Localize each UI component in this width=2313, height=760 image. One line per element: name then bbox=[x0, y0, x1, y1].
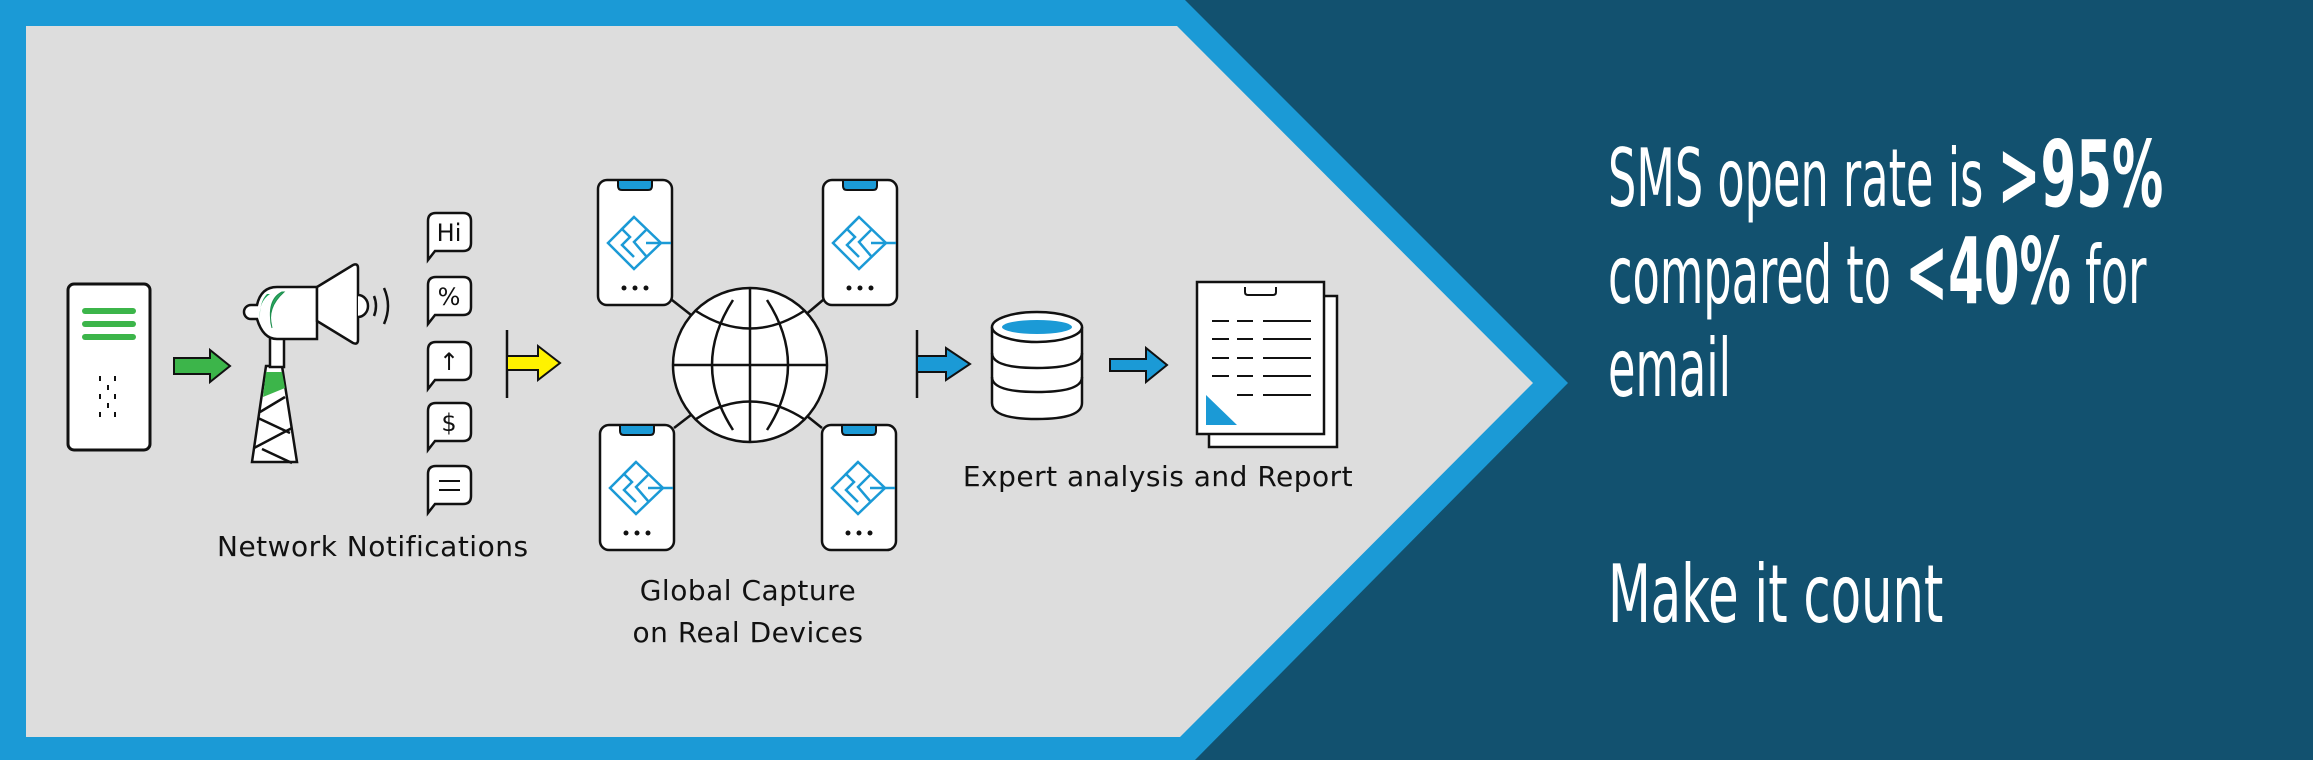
headline-part1: SMS open rate is bbox=[1608, 132, 1998, 225]
stat-sms-open-rate: >95% bbox=[1997, 121, 2164, 228]
chat-bubble-percent-icon: % bbox=[426, 275, 473, 328]
headline-part4: email bbox=[1608, 322, 1732, 415]
bubble-text: Hi bbox=[437, 219, 462, 247]
label-expert-analysis: Expert analysis and Report bbox=[962, 460, 1354, 493]
chat-bubble-text-icon bbox=[426, 464, 473, 517]
chat-bubble-hi-icon: Hi bbox=[426, 211, 473, 264]
smartphone-icon bbox=[820, 423, 898, 552]
label-global-capture-line2: on Real Devices bbox=[632, 616, 864, 649]
label-global-capture: Global Capture on Real Devices bbox=[598, 570, 898, 654]
label-network-notifications: Network Notifications bbox=[217, 530, 529, 563]
sms-server-icon bbox=[66, 282, 152, 452]
bubble-text: ↑ bbox=[439, 348, 459, 376]
chat-bubble-dollar-icon: $ bbox=[426, 401, 473, 454]
arrow-right-yellow-icon bbox=[505, 330, 562, 398]
smartphone-icon bbox=[596, 178, 674, 307]
arrow-right-green-icon bbox=[173, 347, 232, 385]
arrow-right-blue-icon-2 bbox=[1109, 345, 1169, 385]
broadcast-tower-icon bbox=[242, 263, 390, 465]
notification-bubbles: Hi% ↑ $ bbox=[426, 211, 473, 517]
smartphone-icon bbox=[821, 178, 899, 307]
globe-network bbox=[671, 286, 829, 444]
smartphone-icon bbox=[598, 423, 676, 552]
headline-part3: for bbox=[2070, 229, 2147, 322]
bubble-text: % bbox=[438, 283, 461, 311]
device-phones bbox=[596, 178, 899, 552]
arrow-right-blue-icon bbox=[915, 330, 972, 398]
headline-part2: compared to bbox=[1608, 229, 1906, 322]
bubble-text: $ bbox=[441, 409, 456, 437]
chat-bubble-arrow-up-icon: ↑ bbox=[426, 340, 473, 393]
label-global-capture-line1: Global Capture bbox=[639, 574, 857, 607]
report-document-icon bbox=[1195, 280, 1339, 449]
globe-icon bbox=[671, 286, 829, 444]
stat-email-open-rate: <40% bbox=[1905, 218, 2071, 325]
headline-statistic: SMS open rate is >95% compared to <40% f… bbox=[1608, 128, 2163, 415]
tagline: Make it count bbox=[1608, 548, 1944, 641]
database-icon bbox=[990, 310, 1084, 421]
